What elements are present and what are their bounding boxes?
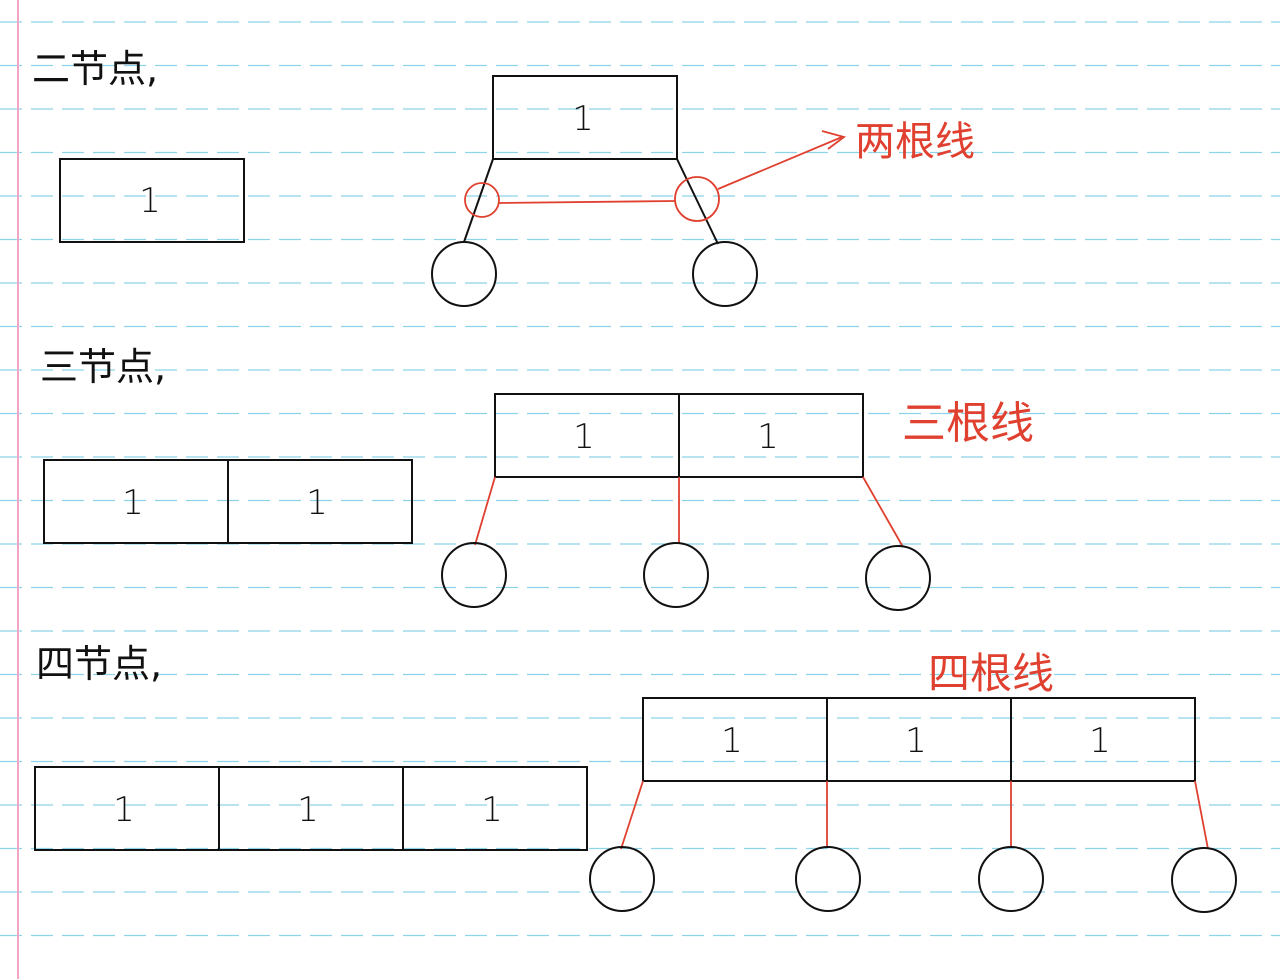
child-node bbox=[795, 846, 861, 912]
node-value: 1 bbox=[757, 417, 779, 457]
highlight-circle bbox=[464, 182, 500, 218]
arrow-head-icon bbox=[821, 130, 847, 150]
section-three-node: 三节点, 1 1 1 1 三根线 bbox=[40, 345, 1034, 611]
left-node-box bbox=[34, 766, 588, 851]
annotation-text: 两根线 bbox=[855, 119, 975, 165]
section-two-node: 二节点, 1 1 两根线 bbox=[32, 47, 975, 307]
node-value: 1 bbox=[113, 790, 135, 830]
node-value: 1 bbox=[139, 181, 161, 221]
tree-node-box bbox=[492, 75, 678, 160]
node-value: 1 bbox=[573, 417, 595, 457]
child-edge bbox=[620, 780, 644, 850]
annotation-arrow bbox=[717, 136, 843, 190]
section-heading: 三节点, bbox=[40, 345, 166, 389]
node-value: 1 bbox=[721, 721, 743, 761]
section-heading: 二节点, bbox=[32, 47, 158, 91]
node-value: 1 bbox=[905, 721, 927, 761]
section-heading: 四节点, bbox=[36, 642, 162, 686]
child-node bbox=[441, 542, 507, 608]
annotation-text: 四根线 bbox=[928, 649, 1054, 698]
section-four-node: 四节点, 1 1 1 1 1 1 四根线 bbox=[34, 642, 1237, 913]
child-node bbox=[865, 545, 931, 611]
node-value: 1 bbox=[306, 483, 328, 523]
child-node bbox=[1171, 847, 1237, 913]
node-value: 1 bbox=[572, 99, 594, 139]
tree-node-box bbox=[642, 697, 1196, 782]
child-node bbox=[978, 846, 1044, 912]
node-value: 1 bbox=[481, 790, 503, 830]
left-node-box bbox=[59, 158, 245, 243]
node-value: 1 bbox=[297, 790, 319, 830]
child-edge bbox=[862, 476, 904, 548]
node-value: 1 bbox=[122, 483, 144, 523]
child-edge bbox=[676, 158, 719, 245]
connector-line bbox=[498, 200, 676, 204]
child-node bbox=[692, 241, 758, 307]
child-node bbox=[431, 241, 497, 307]
child-edge bbox=[463, 158, 494, 243]
child-edge bbox=[474, 476, 496, 546]
annotation-text: 三根线 bbox=[902, 398, 1034, 449]
child-node bbox=[643, 542, 709, 608]
highlight-circle bbox=[674, 176, 720, 222]
ruled-lines bbox=[0, 21, 1280, 937]
child-node bbox=[589, 846, 655, 912]
node-value: 1 bbox=[1089, 721, 1111, 761]
child-edge bbox=[1194, 780, 1209, 850]
